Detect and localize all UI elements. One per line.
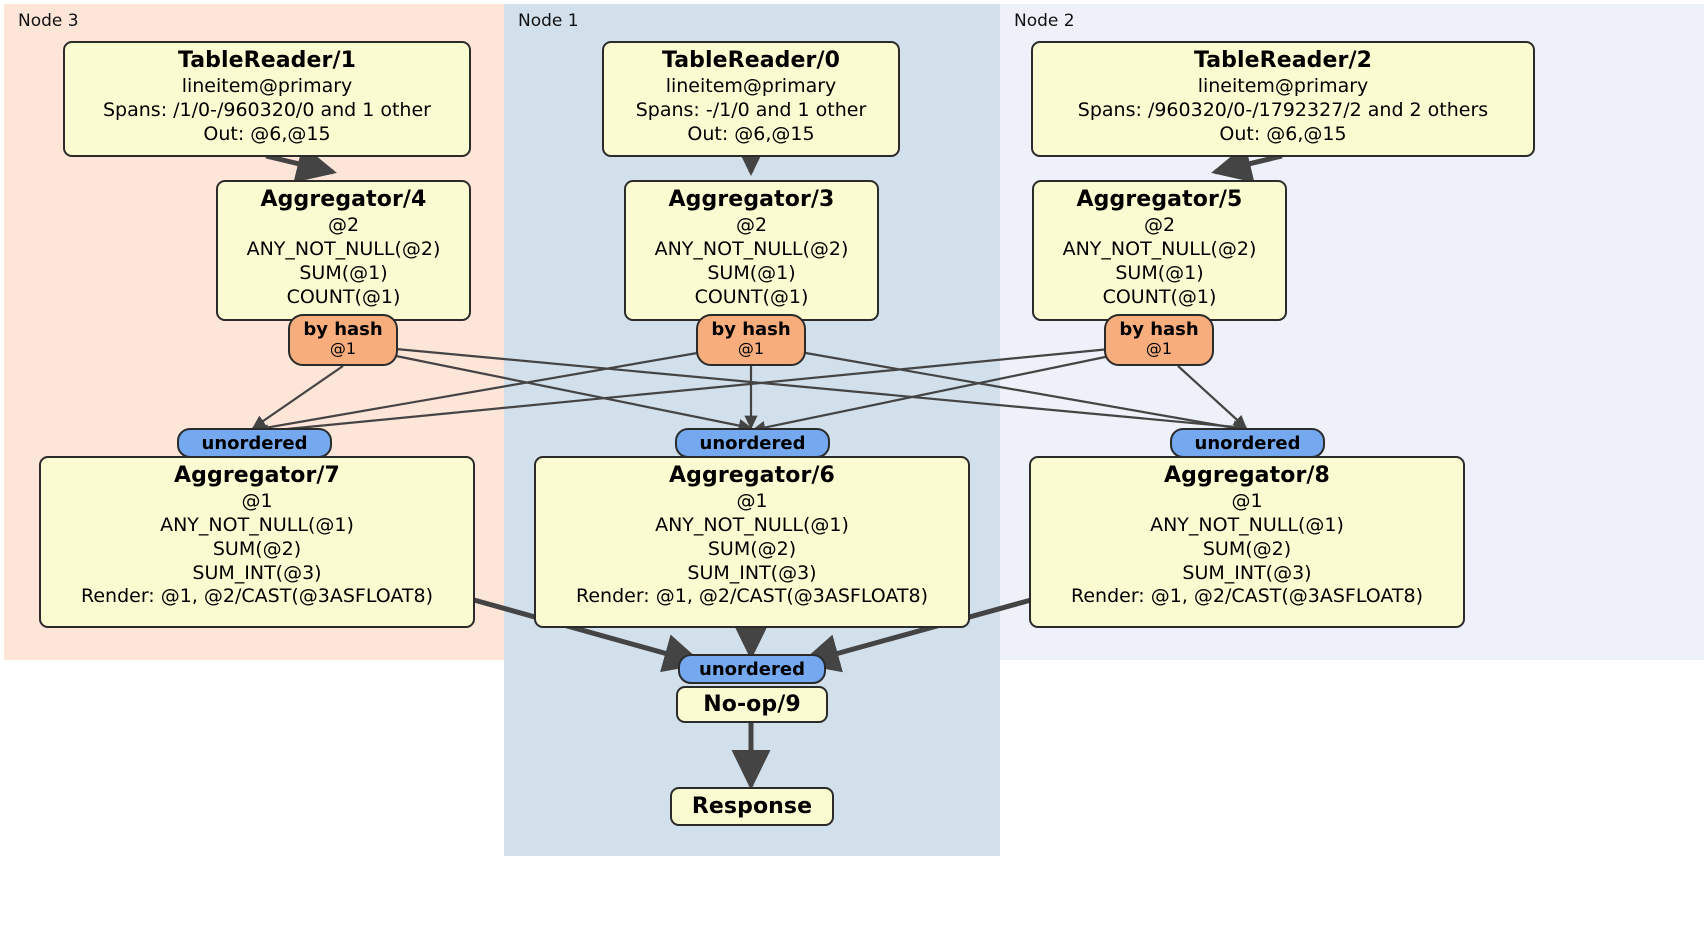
edge-hashleft-syncright — [395, 347, 1248, 434]
processor-line: ANY_NOT_NULL(@1) — [655, 513, 849, 536]
node-label-node3: Node 3 — [18, 11, 79, 31]
edge-hashcenter-syncright — [799, 350, 1248, 435]
hash-router-column: @1 — [329, 339, 357, 359]
hash-router-label: by hash — [711, 319, 791, 340]
processor-title: TableReader/1 — [177, 48, 357, 73]
processor-line: ANY_NOT_NULL(@2) — [1062, 237, 1257, 260]
processor-line: SUM(@2) — [707, 537, 797, 560]
processor-line: Spans: /960320/0-/1792327/2 and 2 others — [1077, 98, 1489, 121]
synchronizer-label: unordered — [699, 433, 806, 454]
processor-line: lineitem@primary — [1197, 74, 1369, 97]
synchronizer-unordered-final[interactable]: unordered — [678, 654, 826, 684]
processor-line: SUM(@1) — [299, 261, 388, 284]
processor-line: @2 — [735, 213, 768, 236]
processor-line: @1 — [241, 489, 273, 512]
processor-line: Spans: -/1/0 and 1 other — [635, 98, 867, 121]
processor-tablereader-0[interactable]: TableReader/0 lineitem@primary Spans: -/… — [602, 41, 900, 157]
edge-tablereader2-aggregator5 — [1211, 144, 1283, 183]
synchronizer-unordered-left[interactable]: unordered — [177, 428, 332, 458]
hash-router-center[interactable]: by hash @1 — [696, 314, 806, 366]
processor-line: ANY_NOT_NULL(@2) — [654, 237, 849, 260]
processor-title: Aggregator/6 — [669, 463, 835, 488]
processor-aggregator-5[interactable]: Aggregator/5 @2 ANY_NOT_NULL(@2) SUM(@1)… — [1032, 180, 1287, 321]
node-label-node2: Node 2 — [1014, 11, 1075, 31]
processor-title: Aggregator/7 — [174, 463, 340, 488]
processor-title: TableReader/2 — [1193, 48, 1373, 73]
processor-line: ANY_NOT_NULL(@1) — [1150, 513, 1344, 536]
processor-line: lineitem@primary — [181, 74, 353, 97]
synchronizer-label: unordered — [201, 433, 308, 454]
processor-line: lineitem@primary — [665, 74, 837, 97]
processor-line: Out: @6,@15 — [687, 122, 815, 145]
processor-line: Out: @6,@15 — [1219, 122, 1347, 145]
edge-aggregator7-syncfinal — [473, 597, 704, 673]
edge-tablereader1-aggregator4 — [265, 144, 337, 183]
processor-line: @2 — [327, 213, 360, 236]
processor-line: ANY_NOT_NULL(@1) — [160, 513, 354, 536]
synchronizer-unordered-center[interactable]: unordered — [675, 428, 830, 458]
edge-hashright-synccenter — [751, 354, 1111, 434]
processor-line: Render: @1, @2/CAST(@3ASFLOAT8) — [1071, 585, 1423, 608]
processor-tablereader-2[interactable]: TableReader/2 lineitem@primary Spans: /9… — [1031, 41, 1535, 157]
processor-aggregator-4[interactable]: Aggregator/4 @2 ANY_NOT_NULL(@2) SUM(@1)… — [216, 180, 471, 321]
edge-hashright-syncright — [1177, 365, 1247, 429]
processor-line: Out: @6,@15 — [203, 122, 331, 145]
hash-router-left[interactable]: by hash @1 — [288, 314, 398, 366]
synchronizer-unordered-right[interactable]: unordered — [1170, 428, 1325, 458]
processor-line: SUM_INT(@3) — [1182, 561, 1312, 584]
edge-aggregator8-syncfinal — [799, 597, 1032, 673]
edge-hashcenter-syncleft — [251, 350, 704, 435]
synchronizer-label: unordered — [1194, 433, 1301, 454]
processor-tablereader-1[interactable]: TableReader/1 lineitem@primary Spans: /1… — [63, 41, 471, 157]
processor-line: Render: @1, @2/CAST(@3ASFLOAT8) — [81, 585, 433, 608]
processor-line: SUM(@2) — [1202, 537, 1292, 560]
processor-line: COUNT(@1) — [694, 285, 809, 308]
processor-title: Response — [691, 794, 813, 819]
edge-hashleft-syncleft — [251, 365, 344, 429]
processor-title: Aggregator/5 — [1076, 187, 1243, 212]
processor-line: SUM(@2) — [212, 537, 302, 560]
processor-line: COUNT(@1) — [1102, 285, 1217, 308]
processor-title: Aggregator/4 — [260, 187, 427, 212]
processor-line: Spans: /1/0-/960320/0 and 1 other — [103, 98, 431, 121]
processor-line: @2 — [1143, 213, 1176, 236]
processor-title: Aggregator/3 — [668, 187, 835, 212]
processor-line: COUNT(@1) — [286, 285, 401, 308]
processor-line: Render: @1, @2/CAST(@3ASFLOAT8) — [576, 585, 928, 608]
processor-line: SUM_INT(@3) — [687, 561, 817, 584]
node-label-node1: Node 1 — [518, 11, 579, 31]
processor-line: @1 — [1231, 489, 1263, 512]
processor-line: @1 — [736, 489, 768, 512]
processor-aggregator-7[interactable]: Aggregator/7 @1 ANY_NOT_NULL(@1) SUM(@2)… — [39, 456, 475, 628]
edge-hashleft-synccenter — [395, 354, 753, 433]
processor-noop-9[interactable]: No-op/9 — [676, 686, 828, 723]
hash-router-column: @1 — [737, 339, 765, 359]
synchronizer-label: unordered — [699, 659, 805, 680]
processor-aggregator-8[interactable]: Aggregator/8 @1 ANY_NOT_NULL(@1) SUM(@2)… — [1029, 456, 1465, 628]
edge-hashright-syncleft — [254, 347, 1111, 438]
processor-aggregator-3[interactable]: Aggregator/3 @2 ANY_NOT_NULL(@2) SUM(@1)… — [624, 180, 879, 321]
processor-line: SUM(@1) — [707, 261, 796, 284]
processor-line: ANY_NOT_NULL(@2) — [246, 237, 441, 260]
hash-router-column: @1 — [1145, 339, 1173, 359]
processor-title: TableReader/0 — [661, 48, 841, 73]
processor-title: Aggregator/8 — [1164, 463, 1330, 488]
processor-title: No-op/9 — [703, 692, 801, 717]
processor-response[interactable]: Response — [670, 787, 834, 826]
processor-aggregator-6[interactable]: Aggregator/6 @1 ANY_NOT_NULL(@1) SUM(@2)… — [534, 456, 970, 628]
processor-line: SUM(@1) — [1115, 261, 1204, 284]
processor-line: SUM_INT(@3) — [192, 561, 322, 584]
hash-router-label: by hash — [1119, 319, 1199, 340]
hash-router-right[interactable]: by hash @1 — [1104, 314, 1214, 366]
hash-router-label: by hash — [303, 319, 383, 340]
